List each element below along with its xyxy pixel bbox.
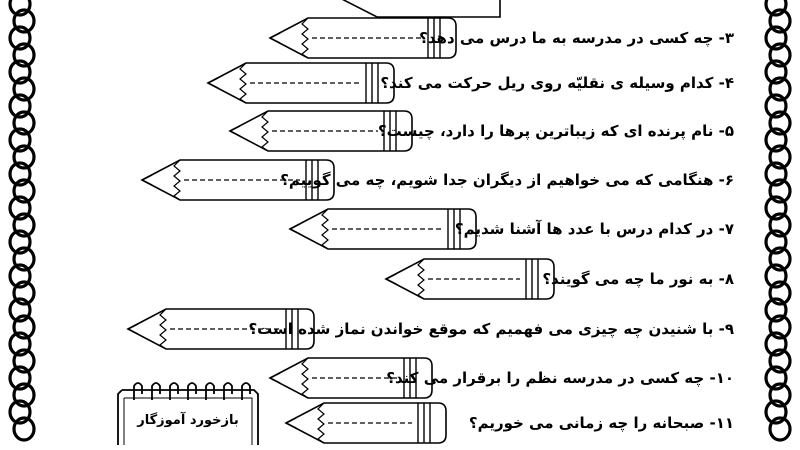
pencil-answer-box[interactable] bbox=[268, 355, 434, 401]
question-text: ۶- هنگامی که می خواهیم از دیگران جدا شوی… bbox=[280, 171, 734, 189]
question-text: ۳- چه کسی در مدرسه به ما درس می دهد؟ bbox=[419, 29, 734, 47]
question-row-11: ۱۱- صبحانه را چه زمانی می خوریم؟ bbox=[0, 400, 800, 446]
pencil-answer-box[interactable] bbox=[288, 206, 478, 252]
question-row-5: ۵- نام پرنده ای که زیباترین پرها را دارد… bbox=[0, 108, 800, 154]
pencil-answer-box[interactable] bbox=[228, 108, 414, 154]
teacher-feedback-note: بازخورد آموزگار bbox=[108, 378, 268, 445]
right-ring-chain-border bbox=[764, 0, 792, 442]
question-row-10: ۱۰- چه کسی در مدرسه نظم را برقرار می کند… bbox=[0, 355, 800, 401]
question-text: ۹- با شنیدن چه چیزی می فهمیم که موقع خوا… bbox=[248, 320, 734, 338]
question-row-7: ۷- در کدام درس با عدد ها آشنا شدیم؟ bbox=[0, 206, 800, 252]
pencil-answer-box[interactable] bbox=[268, 15, 458, 61]
question-row-8: ۸- به نور ما چه می گویند؟ bbox=[0, 256, 800, 302]
question-text: ۴- کدام وسیله ی نقلیّه روی ریل حرکت می ک… bbox=[380, 74, 734, 92]
feedback-label: بازخورد آموزگار bbox=[137, 413, 239, 428]
left-ring-chain-border bbox=[8, 0, 36, 442]
pencil-answer-box[interactable] bbox=[140, 157, 336, 203]
pencil-answer-box[interactable] bbox=[384, 256, 556, 302]
pencil-answer-box[interactable] bbox=[126, 306, 316, 352]
question-text: ۷- در کدام درس با عدد ها آشنا شدیم؟ bbox=[454, 220, 734, 238]
question-text: ۱۱- صبحانه را چه زمانی می خوریم؟ bbox=[468, 414, 734, 432]
question-text: ۸- به نور ما چه می گویند؟ bbox=[542, 270, 734, 288]
question-row-6: ۶- هنگامی که می خواهیم از دیگران جدا شوی… bbox=[0, 157, 800, 203]
question-text: ۱۰- چه کسی در مدرسه نظم را برقرار می کند… bbox=[386, 369, 734, 387]
question-row-3: ۳- چه کسی در مدرسه به ما درس می دهد؟ bbox=[0, 15, 800, 61]
question-text: ۵- نام پرنده ای که زیباترین پرها را دارد… bbox=[377, 122, 734, 140]
pencil-answer-box[interactable] bbox=[284, 400, 448, 446]
question-row-4: ۴- کدام وسیله ی نقلیّه روی ریل حرکت می ک… bbox=[0, 60, 800, 106]
pencil-answer-box-partial bbox=[342, 0, 501, 18]
spiral-notepad-icon bbox=[117, 382, 259, 445]
question-row-9: ۹- با شنیدن چه چیزی می فهمیم که موقع خوا… bbox=[0, 306, 800, 352]
pencil-answer-box[interactable] bbox=[206, 60, 396, 106]
